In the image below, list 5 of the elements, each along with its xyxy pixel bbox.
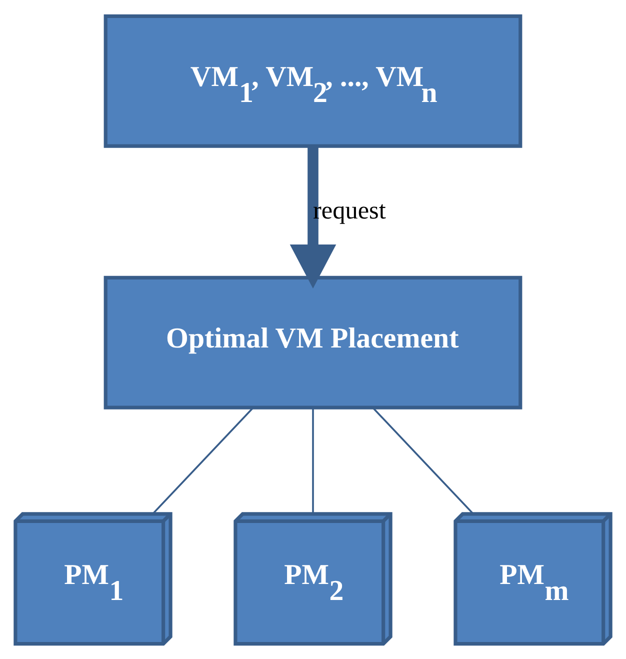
connector	[312, 408, 314, 514]
connector	[152, 406, 254, 514]
node-box: Optimal VM Placement	[104, 275, 522, 409]
connector	[372, 406, 474, 514]
arrow	[290, 146, 336, 288]
